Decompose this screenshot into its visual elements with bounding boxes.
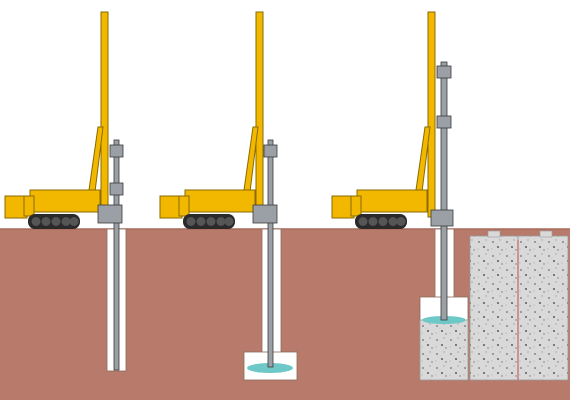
stage-1-drilling [4,11,127,372]
drilling-rig-icon [331,11,454,227]
drilling-rig-icon [4,11,123,224]
drill-rod-icon [440,61,448,321]
rod-clamp-icon [263,144,278,158]
crawler-track-icon [355,214,407,229]
crawler-track-icon [183,214,235,229]
concrete-pile-icon [419,319,469,381]
stage-3-concrete-pouring [331,11,569,381]
rod-clamp-icon [436,115,452,129]
rod-clamp-icon [436,65,452,79]
drill-rod-icon [267,139,274,368]
rod-clamp-icon [109,182,124,196]
stage-2-drilling-complete [159,11,298,381]
pile-cap [487,230,501,238]
water-pool [247,363,293,373]
drilling-rig-icon [159,11,278,224]
concrete-pile-icon [469,235,519,381]
concrete-pile-icon [517,235,569,381]
pile-cap [539,230,553,238]
rod-clamp-icon [109,144,124,158]
crawler-track-icon [28,214,80,229]
drill-rod-icon [113,139,120,371]
